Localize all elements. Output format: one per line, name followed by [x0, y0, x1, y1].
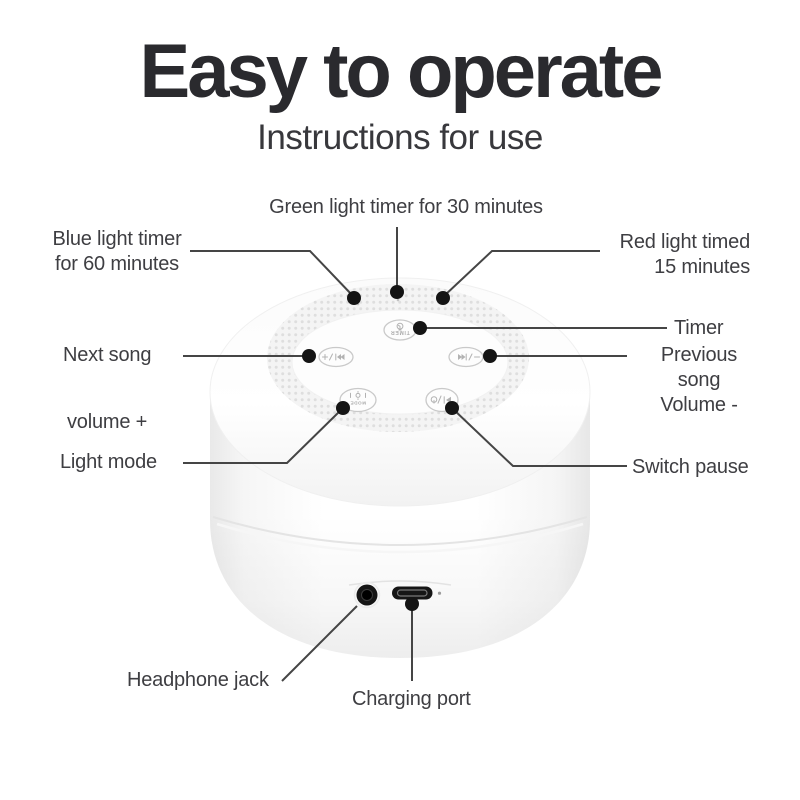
callout-dot-previous-song: [483, 349, 497, 363]
charging-port: [392, 586, 433, 600]
light-mode-icon: MODE: [350, 391, 366, 406]
ports-area: [348, 580, 452, 609]
callout-dot-light-mode: [336, 401, 350, 415]
ports-seam-line: [348, 580, 452, 586]
callout-dot-next-song: [302, 349, 316, 363]
page-subtitle: Instructions for use: [257, 118, 543, 157]
callout-lines: [183, 227, 667, 682]
page-title: Easy to operate: [139, 29, 664, 114]
headphone-jack: [353, 581, 381, 609]
callout-dot-blue-light: [347, 291, 361, 305]
callout-line-blue-light: [190, 250, 354, 297]
label-headphone-jack: Headphone jack: [127, 669, 269, 691]
previous-song-button: [448, 346, 484, 368]
green-led-indicator: [396, 298, 400, 302]
label-previous-song-volume-minus: Previous song Volume -: [660, 344, 738, 416]
callout-dot-timer: [413, 321, 427, 335]
label-charging-port: Charging port: [352, 688, 471, 710]
device-seam-line: [212, 516, 588, 546]
button-panel: [291, 309, 509, 415]
label-green-light-timer: Green light timer for 30 minutes: [269, 196, 543, 218]
timer-clock-icon: TIMER: [390, 322, 410, 335]
callout-dot-charging-port: [405, 597, 419, 611]
svg-text:TIMER: TIMER: [390, 329, 410, 335]
charging-indicator-led: [437, 591, 442, 595]
next-song-button: [318, 346, 354, 368]
label-volume-plus: volume +: [67, 411, 148, 433]
label-next-song: Next song: [63, 344, 152, 366]
next-track-icon: [322, 353, 345, 361]
callout-line-red-light: [443, 250, 600, 297]
callout-line-headphone-jack: [281, 605, 358, 682]
callout-dots: [302, 285, 497, 611]
previous-track-icon: [458, 353, 480, 361]
label-light-mode: Light mode: [60, 451, 157, 473]
label-timer: Timer: [674, 317, 724, 339]
callout-dot-red-light: [436, 291, 450, 305]
timer-button: TIMER: [383, 319, 417, 341]
label-switch-pause: Switch pause: [632, 456, 749, 478]
device-seam-highlight: [216, 522, 584, 554]
svg-text:MODE: MODE: [350, 401, 366, 406]
callout-line-light-mode: [183, 408, 343, 464]
label-red-light-timer: Red light timed 15 minutes: [619, 231, 751, 278]
callout-dot-switch-pause: [445, 401, 459, 415]
callout-dot-green-light: [390, 285, 404, 299]
callout-line-switch-pause: [452, 408, 627, 467]
label-blue-light-timer: Blue light timer for 60 minutes: [52, 228, 182, 275]
